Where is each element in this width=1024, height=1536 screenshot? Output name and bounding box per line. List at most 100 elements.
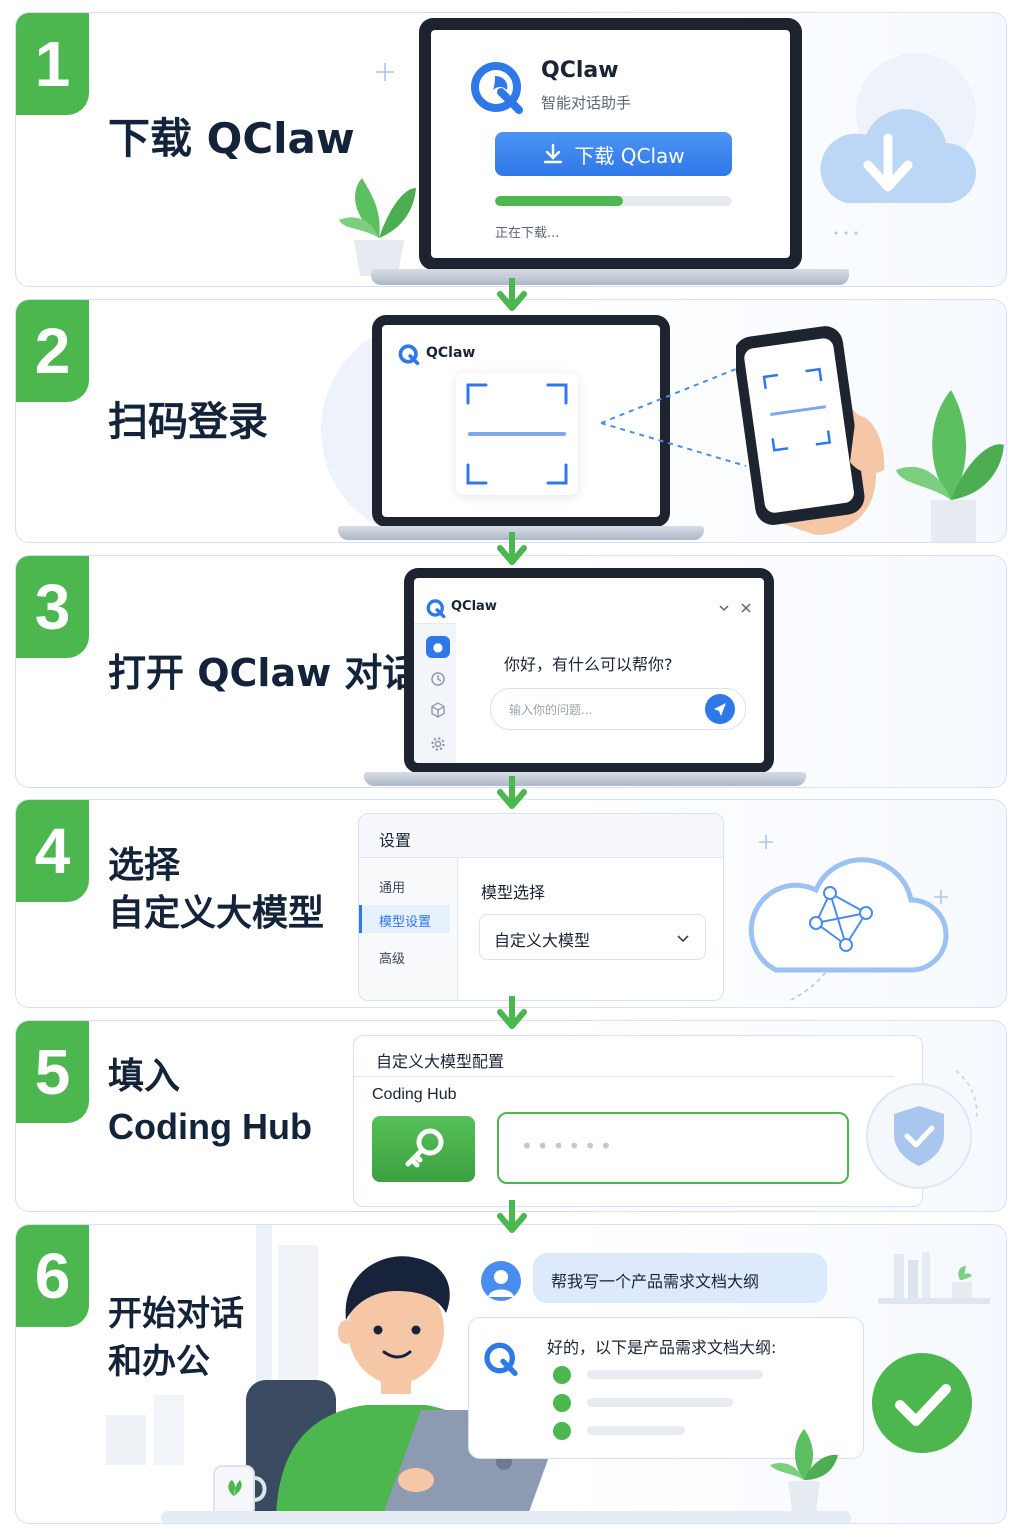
outline-line: [587, 1398, 733, 1407]
settings-header: 设置: [359, 814, 723, 858]
key-button[interactable]: [372, 1116, 475, 1182]
arrow-down-icon: [497, 776, 527, 809]
arrow-down-icon: [497, 996, 527, 1029]
check-icon: [553, 1366, 571, 1384]
step-card-2: 2 扫码登录 QClaw: [15, 299, 1007, 543]
laptop-base: [371, 269, 849, 285]
progress-fill: [495, 196, 623, 206]
outline-line: [587, 1426, 685, 1435]
step-title: 打开 QClaw 对话: [108, 651, 421, 695]
desk: [161, 1511, 851, 1523]
bot-reply-text: 好的，以下是产品需求文档大纲:: [547, 1338, 777, 1357]
key-icon: [405, 1128, 444, 1168]
step-number-badge: 5: [16, 1021, 89, 1123]
chat-input-placeholder: 输入你的问题...: [509, 703, 593, 717]
user-message-bubble: 帮我写一个产品需求文档大纲: [533, 1253, 827, 1303]
step-title-line-1: 填入: [108, 1056, 181, 1097]
user-icon: [488, 1270, 514, 1297]
qclaw-logo-icon: [484, 1342, 518, 1376]
user-message-text: 帮我写一个产品需求文档大纲: [551, 1272, 760, 1291]
success-check-icon: [872, 1353, 972, 1453]
app-name: QClaw: [426, 345, 476, 361]
download-status: 正在下载...: [495, 226, 560, 241]
download-button-label: 下载 QClaw: [574, 143, 685, 168]
app-name: QClaw: [541, 58, 619, 83]
scan-beam-icon: [600, 364, 747, 467]
step-title-line-2: 自定义大模型: [108, 892, 325, 934]
chat-input[interactable]: 输入你的问题...: [490, 688, 746, 730]
qclaw-logo-icon: [398, 344, 420, 365]
arrow-down-icon: [497, 1200, 527, 1233]
step-title-line-2: Coding Hub: [108, 1105, 312, 1147]
laptop-screen: QClaw: [372, 315, 670, 527]
user-avatar: [481, 1261, 521, 1301]
outline-line: [587, 1370, 763, 1379]
api-key-value: ••••••: [521, 1134, 616, 1158]
config-panel: 自定义大模型配置 Coding Hub ••••••: [353, 1035, 923, 1207]
arrow-down-icon: [497, 532, 527, 565]
step-number-badge: 3: [16, 556, 89, 658]
bot-reply-card: 好的，以下是产品需求文档大纲:: [468, 1317, 864, 1459]
download-button[interactable]: 下载 QClaw: [495, 132, 732, 176]
step-number-badge: 4: [16, 800, 89, 902]
cloud-network-icon: [748, 835, 949, 1001]
cloud-download-icon: [820, 53, 976, 235]
qr-scan-frame: [456, 373, 578, 495]
phone-scan-icon: [736, 326, 885, 535]
laptop-base: [364, 772, 806, 786]
model-select-label: 模型选择: [481, 883, 546, 902]
settings-panel: 设置 通用 模型设置 高级 模型选择 自定义大模型: [358, 813, 724, 1001]
step-number-badge: 2: [16, 300, 89, 402]
scan-frame-icon: [466, 383, 568, 485]
menu-item-advanced[interactable]: 高级: [379, 952, 406, 967]
menu-item-model-settings[interactable]: 模型设置: [359, 905, 450, 933]
send-button[interactable]: [705, 694, 735, 724]
api-key-input[interactable]: ••••••: [497, 1112, 849, 1184]
model-select-value: 自定义大模型: [494, 931, 591, 950]
step-title: 选择 自定义大模型: [108, 844, 324, 936]
gear-icon[interactable]: [430, 736, 446, 752]
step-title: 下载 QClaw: [108, 114, 355, 163]
chat-icon[interactable]: ●: [426, 636, 450, 658]
chevron-down-icon[interactable]: [718, 602, 730, 614]
arrow-down-icon: [497, 278, 527, 311]
send-icon: [714, 703, 726, 716]
plant-icon: [896, 390, 1004, 542]
person-with-laptop-icon: [246, 1256, 566, 1523]
laptop-screen: QClaw ● 你好，有什么可以帮你? 输入你的问题...: [404, 568, 774, 773]
menu-item-model-settings-label: 模型设置: [379, 915, 432, 930]
app-subtitle: 智能对话助手: [541, 94, 632, 112]
step-card-1: 1 下载 QClaw QClaw 智能对话助手 下载 QClaw 正在下: [15, 12, 1007, 287]
check-icon: [553, 1422, 571, 1440]
plant-icon: [339, 178, 416, 276]
step-number-badge: 6: [16, 1225, 89, 1327]
step-title: 开始对话 和办公: [108, 1291, 244, 1386]
step-title-line-2: 和办公: [108, 1341, 210, 1382]
qclaw-logo-icon: [471, 62, 523, 114]
progress-track: [495, 196, 732, 206]
cube-icon[interactable]: [430, 702, 446, 718]
menu-item-general[interactable]: 通用: [379, 881, 406, 896]
step-number-badge: 1: [16, 13, 89, 115]
step-card-5: 5 填入 Coding Hub 自定义大模型配置 Coding Hub ••••…: [15, 1020, 1007, 1212]
download-icon: [544, 143, 563, 164]
chat-greeting: 你好，有什么可以帮你?: [504, 655, 673, 674]
check-icon: [553, 1394, 571, 1412]
step-title-line-1: 选择: [108, 845, 181, 886]
step-title-line-1: 开始对话: [108, 1294, 244, 1334]
shield-check-icon: [866, 1070, 978, 1189]
step-card-3: 3 打开 QClaw 对话 QClaw ● 你好，有什么可以帮你? 输入你的问题…: [15, 555, 1007, 788]
config-label: Coding Hub: [372, 1086, 457, 1103]
step-card-6: 6 开始对话 和办公 帮我写一个产品需求文档大纲: [15, 1224, 1007, 1524]
chevron-down-icon: [677, 935, 689, 943]
history-icon[interactable]: [430, 671, 446, 687]
laptop-screen: QClaw 智能对话助手 下载 QClaw 正在下载...: [419, 18, 802, 270]
app-name: QClaw: [451, 599, 497, 614]
plant-icon: [770, 1429, 838, 1511]
sparkle-icon: [376, 63, 394, 81]
step-title: 扫码登录: [108, 399, 268, 445]
model-select-dropdown[interactable]: 自定义大模型: [479, 914, 706, 960]
laptop-base: [338, 526, 704, 540]
close-icon[interactable]: [740, 602, 752, 614]
step-card-4: 4 选择 自定义大模型 设置 通用 模型设置 高级 模型选择 自定义大模型: [15, 799, 1007, 1008]
